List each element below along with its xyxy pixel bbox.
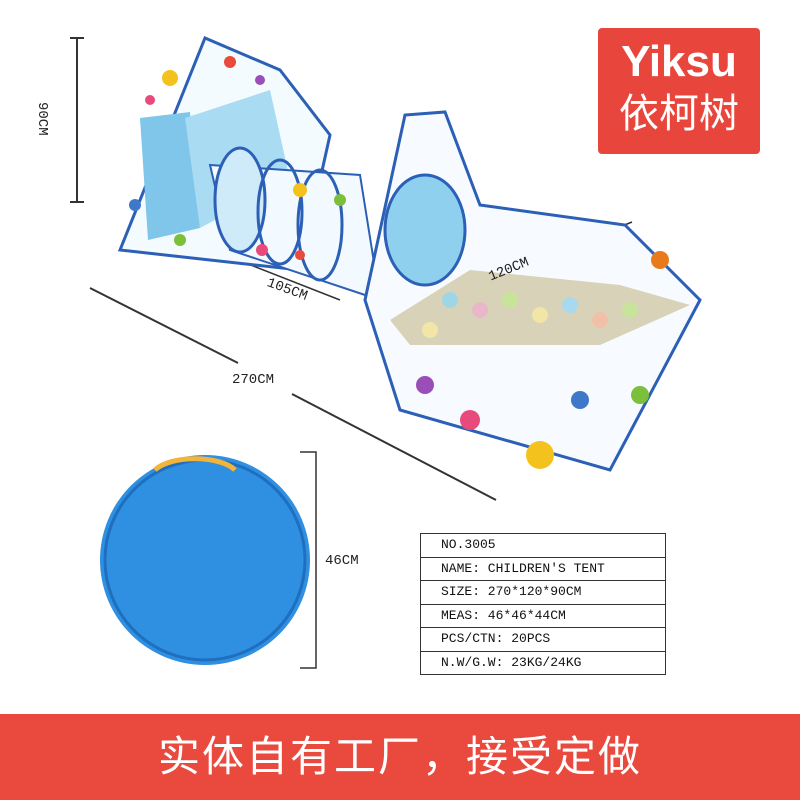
bag-diameter-label: 46CM bbox=[325, 553, 359, 569]
spec-row-number: NO.3005 bbox=[421, 534, 665, 558]
tunnel-dimension-line bbox=[237, 259, 341, 301]
brand-logo: Yiksu 依柯树 bbox=[598, 28, 760, 154]
tunnel bbox=[208, 146, 382, 302]
brand-chinese-name: 依柯树 bbox=[619, 91, 739, 137]
total-length-label: 270CM bbox=[232, 372, 275, 388]
spec-row-size: SIZE: 270*120*90CM bbox=[421, 581, 665, 605]
spec-table: NO.3005 NAME: CHILDREN'S TENT SIZE: 270*… bbox=[420, 533, 666, 675]
height-label: 90CM bbox=[34, 102, 50, 136]
ball-pool bbox=[363, 110, 702, 472]
storage-bag bbox=[100, 455, 310, 665]
total-dimension-line-right bbox=[291, 393, 497, 501]
factory-banner: 实体自有工厂，接受定做 bbox=[0, 714, 800, 800]
spec-row-meas: MEAS: 46*46*44CM bbox=[421, 605, 665, 628]
spec-row-name: NAME: CHILDREN'S TENT bbox=[421, 558, 665, 581]
bag-dimension-bracket bbox=[300, 451, 317, 669]
total-dimension-line-left bbox=[89, 287, 239, 364]
spec-row-weight: N.W/G.W: 23KG/24KG bbox=[441, 654, 582, 670]
spec-row-pcs: PCS/CTN: 20PCS bbox=[421, 628, 665, 652]
brand-name: Yiksu bbox=[621, 37, 737, 86]
